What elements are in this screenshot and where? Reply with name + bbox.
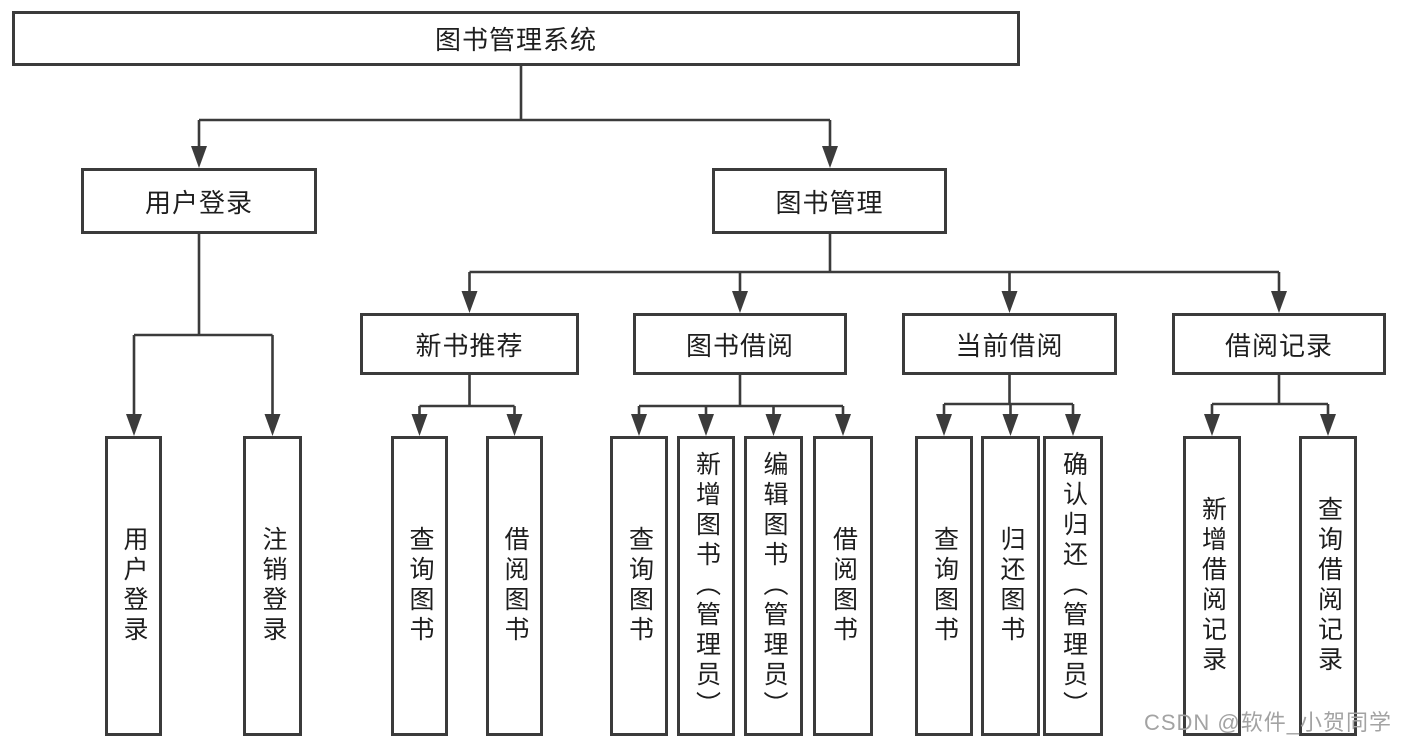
leaf-query-books-2: 查询图书 [610, 436, 668, 736]
node-user-login: 用户登录 [81, 168, 317, 234]
node-book-borrowing: 图书借阅 [633, 313, 847, 375]
leaf-borrow-books-2: 借阅图书 [813, 436, 873, 736]
leaf-add-book-admin: 新增图书（管理员） [677, 436, 735, 736]
leaf-user-login: 用户登录 [105, 436, 162, 736]
leaf-query-books-1: 查询图书 [391, 436, 448, 736]
leaf-query-books-3: 查询图书 [915, 436, 973, 736]
leaf-add-borrow-record: 新增借阅记录 [1183, 436, 1241, 736]
node-root: 图书管理系统 [12, 11, 1020, 66]
leaf-return-book: 归还图书 [981, 436, 1040, 736]
leaf-edit-book-admin: 编辑图书（管理员） [744, 436, 803, 736]
csdn-watermark: CSDN @软件_小贺同学 [1143, 710, 1392, 735]
leaf-logout: 注销登录 [243, 436, 302, 736]
node-borrow-records: 借阅记录 [1172, 313, 1386, 375]
node-current-borrowing: 当前借阅 [902, 313, 1117, 375]
leaf-query-borrow-record: 查询借阅记录 [1299, 436, 1357, 736]
leaf-confirm-return-admin: 确认归还（管理员） [1043, 436, 1103, 736]
node-book-management: 图书管理 [712, 168, 947, 234]
node-new-book-recommend: 新书推荐 [360, 313, 579, 375]
leaf-borrow-books-1: 借阅图书 [486, 436, 543, 736]
